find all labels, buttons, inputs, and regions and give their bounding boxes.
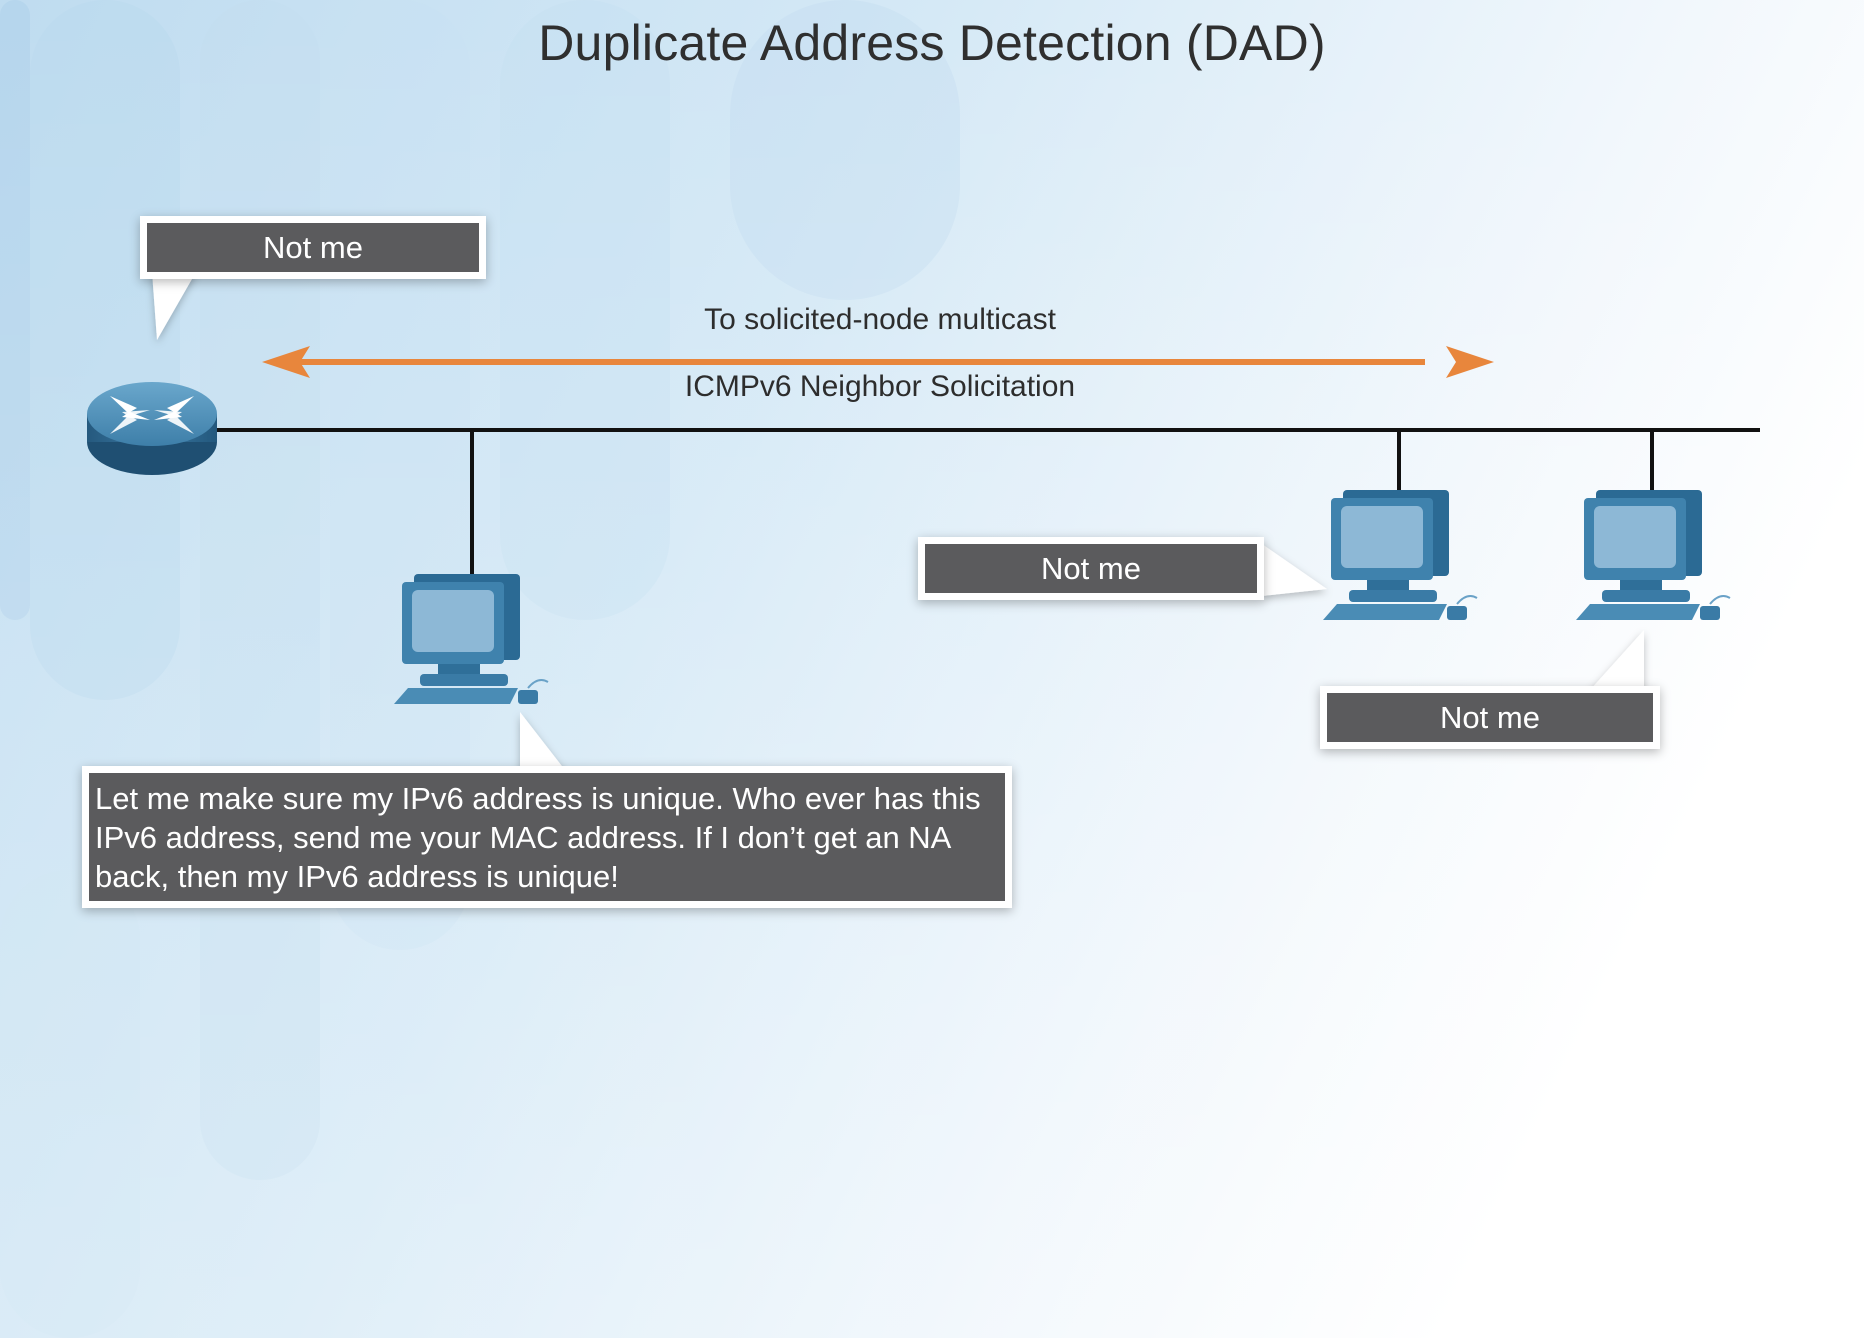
- destination-label: To solicited-node multicast: [704, 303, 1056, 336]
- sender-bubble-tail: [520, 712, 565, 770]
- sender-speech-bubble: Let me make sure my IPv6 address is uniq…: [82, 766, 1012, 908]
- router-icon: [87, 382, 217, 475]
- multicast-arrow: [262, 346, 1494, 378]
- host-2-bubble-text: Not me: [1041, 550, 1141, 586]
- message-type-label: ICMPv6 Neighbor Solicitation: [684, 370, 1076, 403]
- router-speech-bubble: Not me: [140, 216, 486, 279]
- router-bubble-text: Not me: [263, 229, 363, 265]
- page-title: Duplicate Address Detection (DAD): [538, 15, 1326, 71]
- computer-icon: [394, 574, 549, 704]
- host-3-bubble-text: Not me: [1440, 699, 1540, 735]
- host-2-bubble-tail: [1262, 544, 1327, 596]
- sender-bubble-text: Let me make sure my IPv6 address is uniq…: [95, 781, 981, 894]
- host-2-speech-bubble: Not me: [918, 537, 1264, 600]
- computer-icon: [1576, 490, 1731, 620]
- host-3-speech-bubble: Not me: [1320, 686, 1660, 749]
- computer-icon: [1323, 490, 1478, 620]
- router-bubble-tail: [152, 272, 196, 340]
- host-3-bubble-tail: [1590, 630, 1644, 690]
